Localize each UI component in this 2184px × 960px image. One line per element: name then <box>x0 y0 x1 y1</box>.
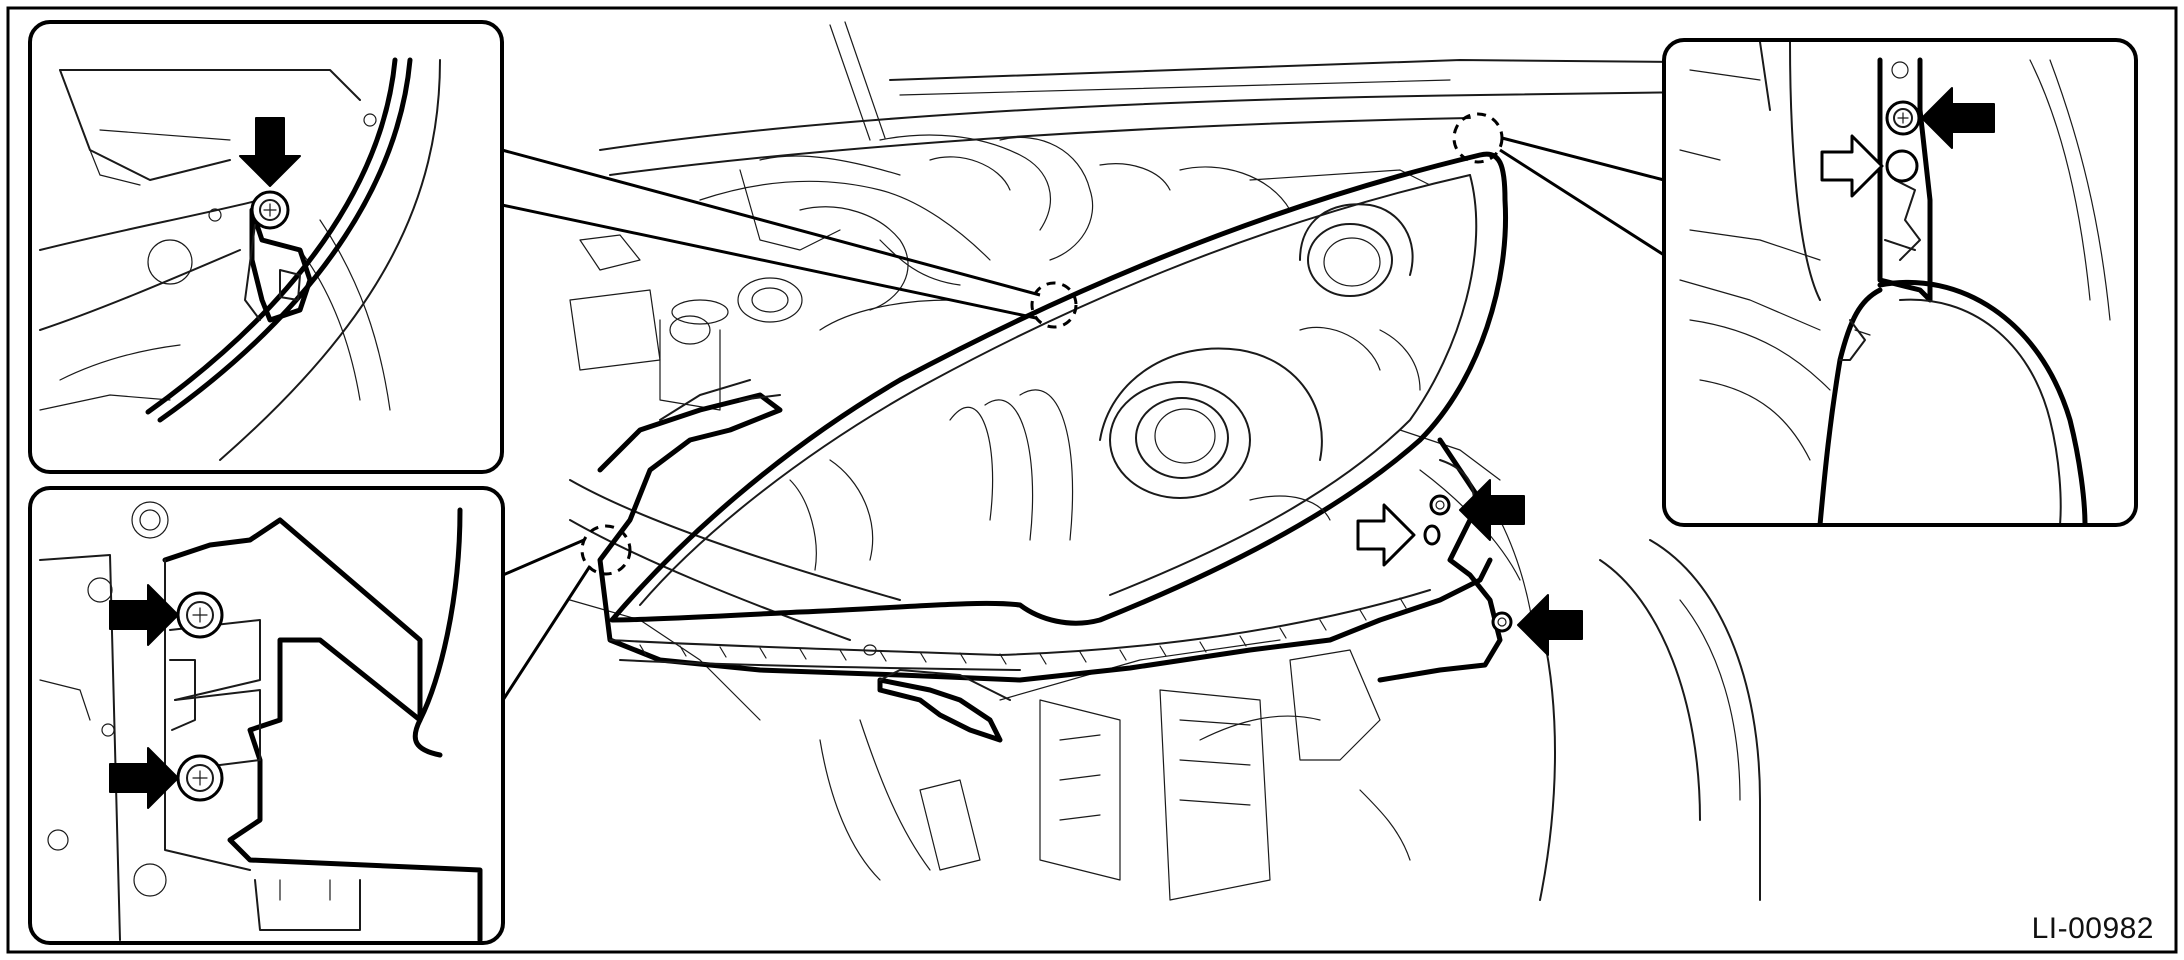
solid-arrow-icon <box>109 747 179 809</box>
solid-arrow-icon <box>1459 479 1525 541</box>
callout-circle-top-center <box>1030 281 1078 329</box>
open-arrow-icon <box>1356 503 1416 567</box>
solid-arrow-icon <box>239 117 301 187</box>
main-scene-arrows <box>1356 479 1583 656</box>
detail-panel-top-left <box>28 20 504 474</box>
headlamp-lower-tab <box>877 677 1003 743</box>
headlamp-upper-bracket <box>249 207 313 323</box>
projector-lens-inner <box>1135 397 1229 479</box>
projector-lens-outer <box>1109 381 1251 499</box>
callout-circle-left <box>580 524 632 576</box>
leader-top-left-lower <box>501 203 1037 320</box>
open-arrow-icon <box>1820 134 1884 198</box>
callout-markers <box>501 112 1665 701</box>
solid-arrow-icon <box>109 584 179 646</box>
leader-bottom-left <box>502 538 585 577</box>
figure-id-label: LI-00982 <box>2031 912 2154 945</box>
fender-seal <box>157 57 413 423</box>
headlamp-assembly <box>597 151 1513 743</box>
headlamp-lens-outline <box>609 151 1509 626</box>
headlamp-housing-lower <box>597 392 1493 683</box>
headlamp-mount-bracket <box>162 517 483 941</box>
clip-icon <box>1885 149 1919 183</box>
solid-arrow-icon <box>1517 594 1583 656</box>
leader-right-upper <box>1501 136 1665 182</box>
leader-right-lower <box>1499 148 1665 257</box>
headlamp-lens-corner <box>1817 287 1883 523</box>
leader-top-left-upper <box>501 148 1041 297</box>
solid-arrow-icon <box>1921 87 1995 149</box>
detail-panel-right <box>1662 38 2138 527</box>
high-beam-reflector <box>1307 223 1393 297</box>
detail-panel-bottom-left <box>28 486 505 945</box>
